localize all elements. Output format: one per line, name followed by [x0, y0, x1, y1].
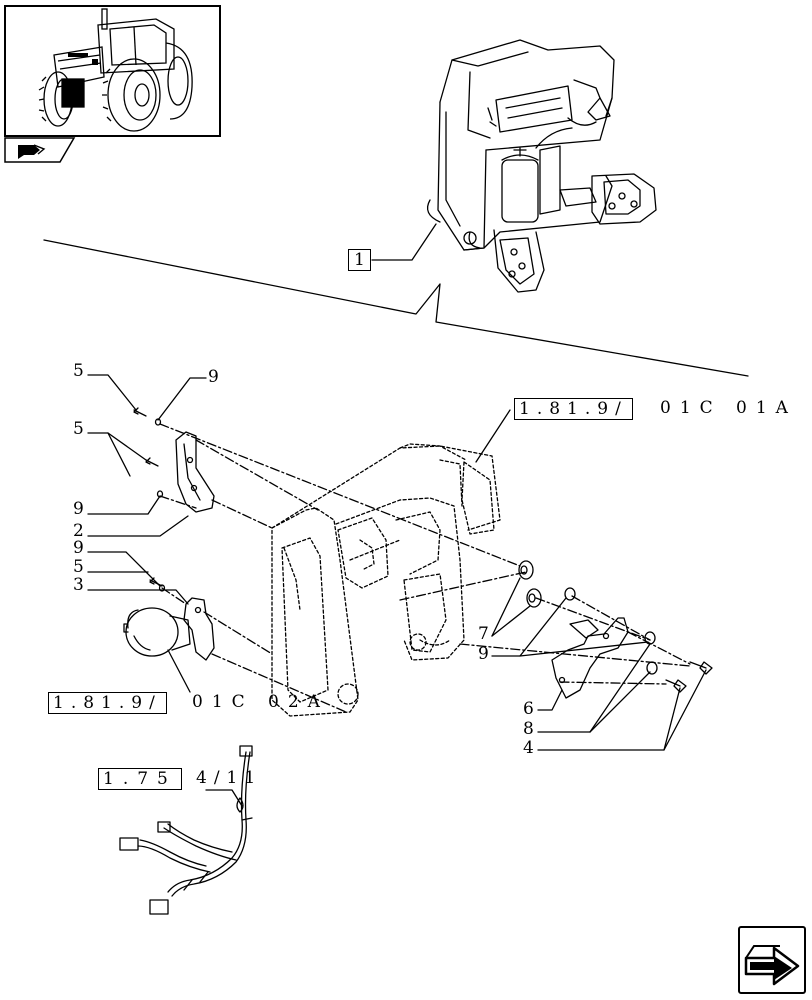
bolts-4-illustration	[665, 661, 713, 693]
front-hitch-assembly-illustration	[426, 39, 657, 293]
callout-item-7: 7	[478, 624, 489, 644]
wiring-harness-illustration	[119, 745, 253, 915]
cross-reference-c-box[interactable]: 1.75	[98, 768, 182, 790]
washers-illustration	[154, 418, 658, 675]
section-tab-icon	[4, 137, 76, 163]
cross-reference-c-suffix[interactable]: 4/11	[196, 768, 263, 788]
callout-item-8: 8	[523, 719, 534, 739]
cross-reference-b-suffix[interactable]: 01C 02A	[192, 692, 329, 712]
callout-item-2: 2	[73, 521, 84, 541]
cross-reference-a-suffix[interactable]: 01C 01A	[660, 398, 797, 418]
callout-item-4: 4	[523, 738, 534, 758]
accumulator-illustration	[123, 607, 191, 657]
callout-item-5-top: 5	[73, 361, 84, 381]
cross-reference-b-box[interactable]: 1.81.9/	[48, 692, 167, 714]
bracket-2-illustration	[175, 431, 215, 513]
callout-item-5-low: 5	[73, 557, 84, 577]
spacer-7-illustration	[518, 560, 542, 608]
leader-lines	[87, 374, 707, 807]
callout-item-3: 3	[73, 575, 84, 595]
tractor-thumbnail-icon	[4, 5, 221, 137]
callout-item-9-right: 9	[478, 644, 489, 664]
cross-reference-a-box[interactable]: 1.81.9/	[514, 398, 633, 420]
bracket-3-illustration	[183, 597, 215, 661]
bolts-5-illustration	[133, 407, 163, 587]
next-page-arrow-icon[interactable]	[738, 926, 806, 994]
callout-item-6: 6	[523, 699, 534, 719]
callout-item-9-mid: 9	[73, 499, 84, 519]
bracket-6-illustration	[551, 617, 629, 699]
frame-illustration	[271, 443, 501, 717]
callout-item-9-low: 9	[73, 538, 84, 558]
callout-item-5-mid: 5	[73, 419, 84, 439]
callout-item-1: 1	[348, 249, 371, 271]
callout-item-9-top: 9	[208, 367, 219, 387]
